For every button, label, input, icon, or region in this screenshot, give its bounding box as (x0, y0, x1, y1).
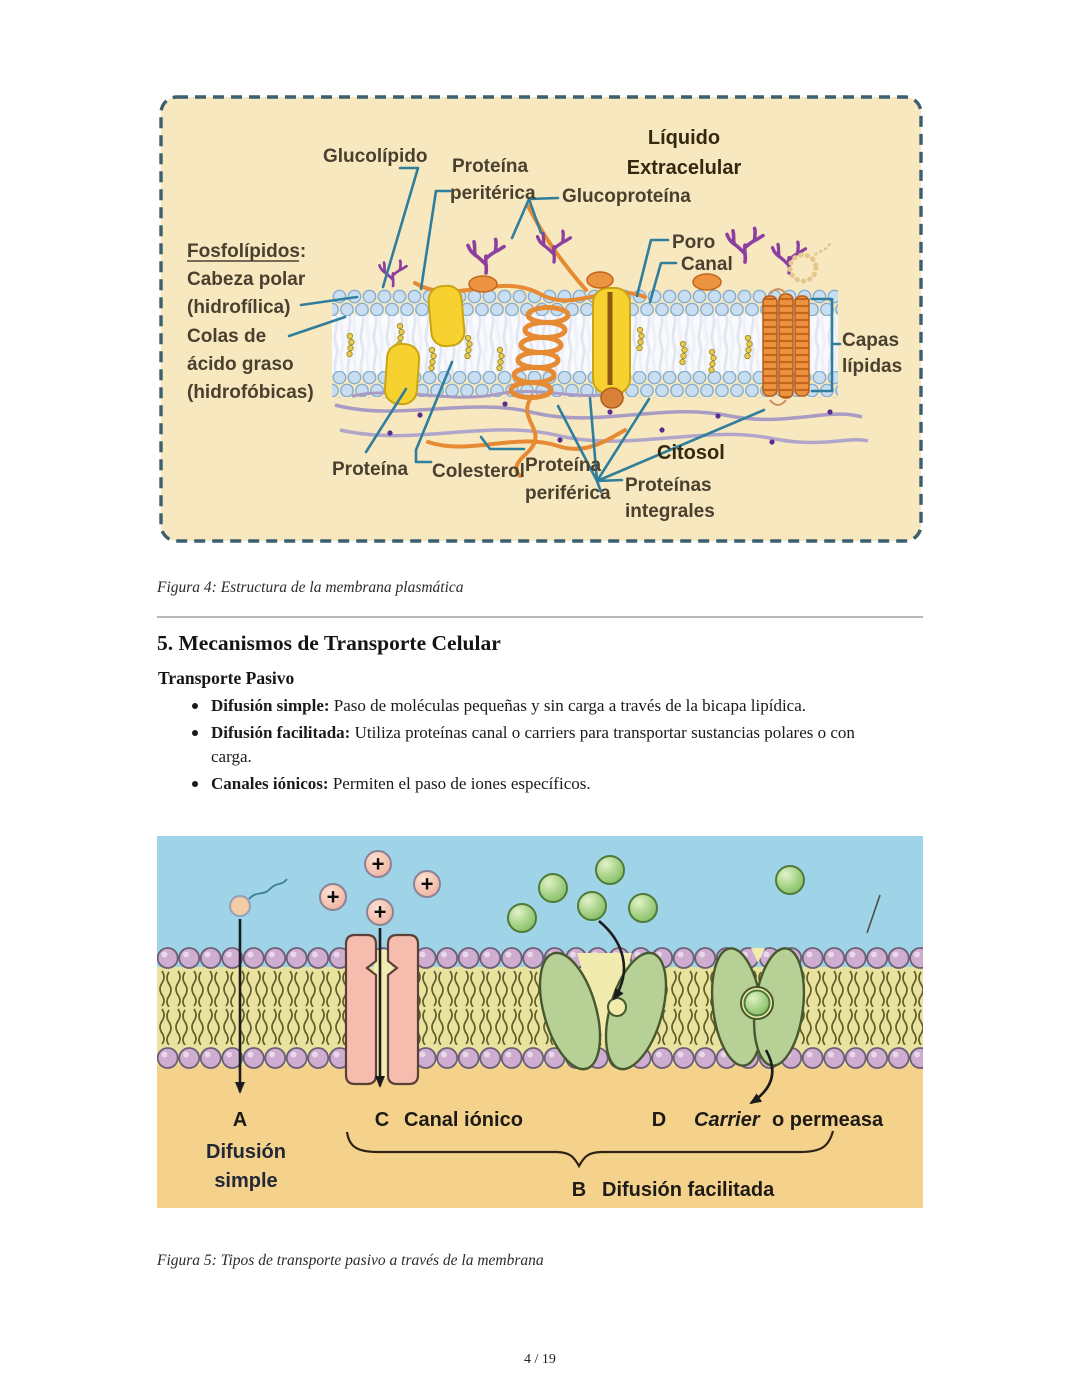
section-heading: 5. Mecanismos de Transporte Celular (157, 631, 501, 655)
figure4-label-periterica: peritérica (450, 183, 536, 204)
carrier-protein-closed (710, 947, 806, 1067)
figure4-label-fosfolipidos: Fosfolípidos: (187, 241, 306, 262)
figure4-label-poro: Poro (672, 232, 715, 253)
figure4-label-proteina-periferica-1: Proteína (525, 455, 601, 476)
figure4-label-glucolipido: Glucolípido (323, 146, 428, 167)
cytosol-region (157, 1063, 923, 1208)
figure4-label-proteina-top: Proteína (452, 156, 528, 177)
cytoskeleton-filaments (334, 390, 869, 445)
figure5-label-simple: simple (214, 1170, 277, 1192)
figure4-label-proteina-periferica-2: periférica (525, 483, 611, 504)
transport-bullet-list: Difusión simple: Paso de moléculas peque… (184, 694, 884, 799)
figure5-label-carrier: Carrier (694, 1109, 761, 1131)
figure4-label-integrales: integrales (625, 501, 715, 522)
carbohydrate-bead-ring (787, 240, 832, 284)
figure4-label-extracelular: Extracelular (627, 157, 742, 179)
membrane-band (157, 947, 923, 1069)
ion-channel-protein (344, 933, 420, 1086)
bullet-lead: Canales iónicos: (211, 773, 329, 793)
bullet-lead: Difusión facilitada: (211, 722, 351, 742)
figure5-label-d: D (652, 1109, 666, 1131)
surface-proteins-orange (468, 271, 722, 293)
figure4-label-lipidas: lípidas (842, 356, 902, 377)
page-number: 4 / 19 (524, 1352, 556, 1367)
figure5-label-o-permeasa: o permeasa (772, 1109, 884, 1131)
figure5-caption: Figura 5: Tipos de transporte pasivo a t… (157, 1252, 544, 1269)
bullet-item: Difusión simple: Paso de moléculas peque… (184, 694, 884, 719)
figure4-label-hidrofilica: (hidrofílica) (187, 297, 290, 318)
integral-protein-cylinders (762, 288, 810, 406)
figure4-label-hidrofobicas: (hidrofóbicas) (187, 382, 314, 403)
figure5-label-a: A (233, 1109, 247, 1131)
figure4-caption: Figura 4: Estructura de la membrana plas… (157, 579, 464, 596)
figure4-label-proteina-bottom: Proteína (332, 459, 408, 480)
figure4-label-acido-graso: ácido graso (187, 354, 294, 375)
bullet-lead: Difusión simple: (211, 696, 330, 715)
figure5-label-difusion: Difusión (206, 1141, 286, 1163)
integral-proteins-yellow (383, 284, 631, 409)
section-subheading: Transporte Pasivo (158, 668, 295, 688)
figure4-label-liquido: Líquido (648, 127, 720, 149)
stray-line (866, 894, 881, 934)
transport-arrows (235, 919, 774, 1105)
bullet-item: Difusión facilitada: Utiliza proteínas c… (184, 721, 884, 770)
helix-protein (508, 305, 571, 400)
bullet-text: Paso de moléculas pequeñas y sin carga a… (329, 696, 807, 715)
figure4-label-colesterol: Colesterol (432, 461, 525, 482)
figure4-label-colas-de: Colas de (187, 326, 266, 347)
figure4-label-proteinas: Proteínas (625, 475, 712, 496)
bullet-item: Canales iónicos: Permiten el paso de ion… (184, 772, 884, 797)
figure4-label-capas: Capas (842, 330, 899, 351)
facilitated-diffusion-brace (345, 1130, 835, 1169)
carrier-protein-open (538, 951, 668, 1071)
extracellular-region (157, 836, 923, 969)
figure5-label-canal-ionico: Canal iónico (404, 1109, 523, 1131)
figure4-image: Glucolípido Proteína peritérica Glucopro… (159, 95, 923, 543)
figure4-label-canal: Canal (681, 254, 733, 275)
figure5-label-b: B (572, 1179, 586, 1201)
figure5-image: + (157, 836, 923, 1208)
bullet-text: Permiten el paso de iones específicos. (328, 773, 591, 793)
figure4-label-glucoproteina: Glucoproteína (562, 186, 691, 207)
section-divider (157, 616, 923, 618)
small-nonpolar-molecule (229, 878, 288, 917)
figure4-label-cabeza-polar: Cabeza polar (187, 269, 306, 290)
figure5-label-c: C (375, 1109, 389, 1131)
figure4-leader-lines (287, 166, 842, 494)
bullet-text: Utiliza proteínas canal o carriers para … (211, 722, 855, 767)
figure4-label-citosol: Citosol (657, 442, 725, 464)
figure5-label-difusion-facilitada: Difusión facilitada (602, 1179, 775, 1201)
